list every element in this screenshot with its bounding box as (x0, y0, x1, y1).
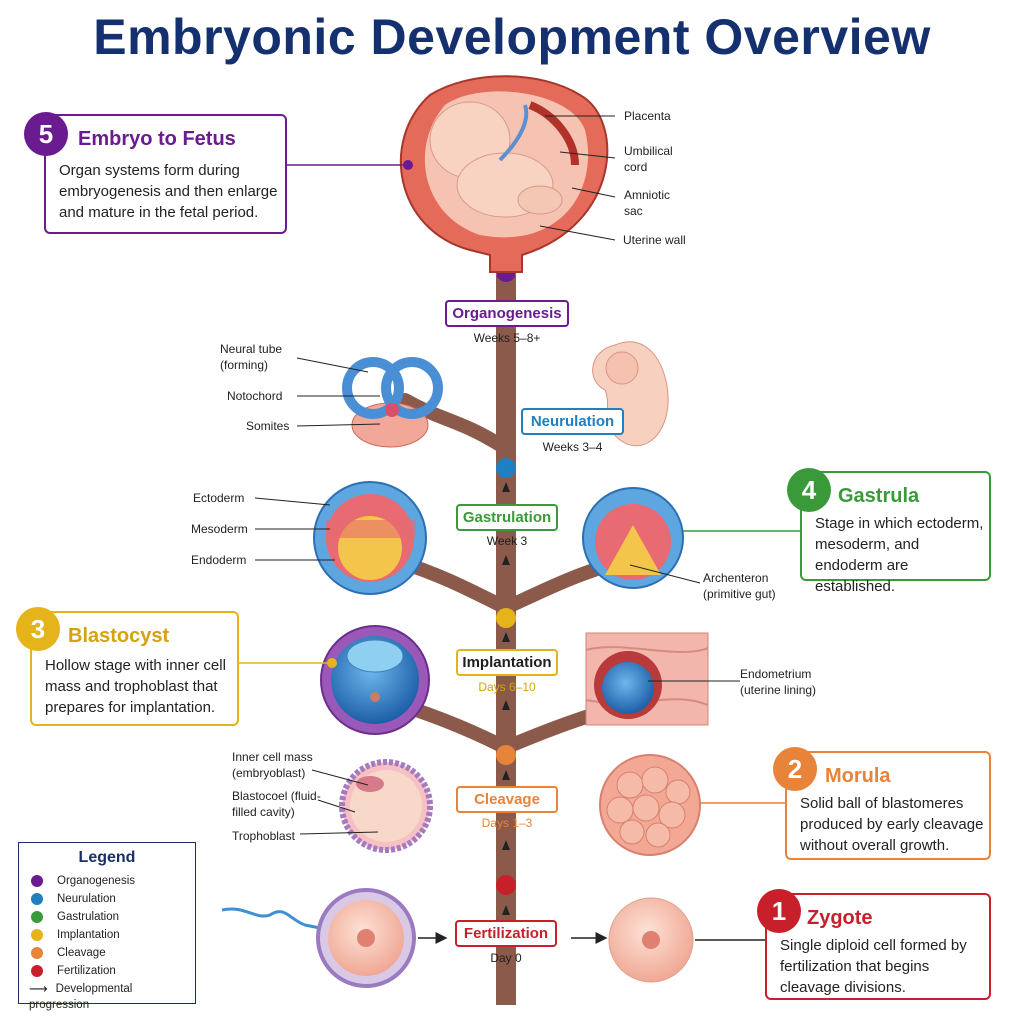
label-placenta: Placenta (624, 109, 671, 123)
legend-item-neurulation: Neurulation (31, 891, 116, 907)
legend-item-progression: ⟶Developmental progression (29, 981, 195, 1011)
dot-fertilization (496, 875, 516, 895)
legend-dot (31, 946, 43, 959)
badge-4: 4 (787, 468, 831, 512)
badge-2: 2 (773, 747, 817, 791)
dot-implantation (496, 608, 516, 628)
card-connectors (239, 160, 800, 941)
uterus-fetus-illustration (399, 75, 609, 273)
page-title: Embryonic Development Overview (93, 9, 931, 65)
label-amniotic-sac: Amniotic sac (624, 188, 671, 218)
card-text: Single diploid cell formed by fertilizat… (780, 937, 967, 996)
card-title: Morula (825, 765, 891, 787)
label-neural-tube: Neural tube (forming) (220, 342, 283, 372)
label-mesoderm: Mesoderm (191, 522, 248, 536)
legend-dot (31, 910, 43, 923)
morula-illustration (599, 754, 701, 856)
stage-gastrulation: Gastrulation (456, 504, 558, 531)
zygote-illustration (608, 897, 694, 983)
card-morula: Morula Solid ball of blastomeres produce… (785, 751, 991, 860)
card-blastocyst: Blastocyst Hollow stage with inner cell … (30, 611, 239, 726)
annotation-leaders (254, 115, 740, 835)
implantation-illustration (585, 632, 709, 726)
legend-label: Implantation (57, 929, 120, 941)
label-somites: Somites (246, 419, 290, 433)
stage-neurulation: Neurulation (521, 408, 624, 435)
badge-1: 1 (757, 889, 801, 933)
card-title: Zygote (807, 907, 873, 929)
card-title: Blastocyst (68, 625, 170, 647)
legend-dot (31, 964, 43, 977)
label-endoderm: Endoderm (191, 553, 247, 567)
stage-cleavage-time: Days 1–3 (481, 816, 533, 830)
legend-title: Legend (78, 849, 136, 866)
stage-fertilization-time: Day 0 (490, 951, 522, 965)
card-zygote: Zygote Single diploid cell formed by fer… (765, 893, 991, 1000)
label-umbilical-cord: Umbilical cord (624, 144, 673, 174)
legend-item-fertilization: Fertilization (31, 963, 116, 979)
branch-neurulation (398, 393, 507, 452)
stage-organogenesis: Organogenesis (445, 300, 569, 327)
label-archenteron: Archenteron (primitive gut) (703, 571, 776, 601)
legend-dot (31, 928, 43, 941)
stage-gastrulation-time: Week 3 (486, 534, 528, 548)
arrow-icon: ⟶ (29, 981, 48, 996)
label-uterine-wall: Uterine wall (623, 233, 686, 247)
legend-item-implantation: Implantation (31, 927, 120, 943)
label-trophoblast: Trophoblast (232, 829, 295, 843)
card-text: Solid ball of blastomeres produced by ea… (800, 795, 984, 854)
blastocyst-illustration (320, 625, 430, 735)
card-text: Organ systems form during embryogenesis … (59, 162, 278, 221)
egg-sperm-illustration (221, 888, 416, 988)
legend-item-organogenesis: Organogenesis (31, 873, 135, 889)
label-notochord: Notochord (227, 389, 283, 403)
gastrula-left-illustration (313, 481, 427, 595)
legend-item-cleavage: Cleavage (31, 945, 106, 961)
legend-item-gastrulation: Gastrulation (31, 909, 119, 925)
card-text: Stage in which ectoderm, mesoderm, and e… (815, 515, 984, 595)
early-blastocyst-illustration (339, 759, 433, 853)
legend-label: Fertilization (57, 965, 116, 977)
legend-label: Cleavage (57, 947, 106, 959)
badge-5: 5 (24, 112, 68, 156)
stage-neurulation-time: Weeks 3–4 (542, 440, 603, 454)
card-text: Hollow stage with inner cell mass and tr… (45, 657, 226, 716)
legend-dot (31, 892, 43, 905)
badge-3: 3 (16, 607, 60, 651)
legend: Legend Organogenesis Neurulation Gastrul… (18, 842, 196, 1011)
label-blastocoel: Blastocoel (fluid-filled cavity) (232, 789, 321, 819)
label-endometrium: Endometrium (uterine lining) (740, 667, 817, 697)
gastrula-right-illustration (582, 487, 684, 589)
neural-tube-illustration (342, 357, 443, 448)
dot-cleavage (496, 745, 516, 765)
card-title: Embryo to Fetus (78, 128, 236, 150)
label-inner-cell-mass: Inner cell mass (embryoblast) (232, 750, 313, 780)
card-embryo-to-fetus: Embryo to Fetus Organ systems form durin… (44, 114, 287, 234)
stage-implantation-time: Days 6–10 (478, 680, 536, 694)
legend-dot (31, 874, 43, 887)
stage-organogenesis-time: Weeks 5–8+ (473, 331, 541, 345)
stage-implantation: Implantation (456, 649, 558, 676)
card-title: Gastrula (838, 485, 920, 507)
legend-label: Gastrulation (57, 911, 120, 923)
stage-cleavage: Cleavage (456, 786, 558, 813)
dot-neurulation (496, 458, 516, 478)
legend-label: Developmental progression (29, 983, 133, 1012)
card-gastrula: Gastrula Stage in which ectoderm, mesode… (800, 471, 991, 595)
legend-label: Organogenesis (57, 875, 135, 887)
stage-fertilization: Fertilization (455, 920, 557, 947)
label-ectoderm: Ectoderm (193, 491, 245, 505)
legend-label: Neurulation (57, 893, 116, 905)
